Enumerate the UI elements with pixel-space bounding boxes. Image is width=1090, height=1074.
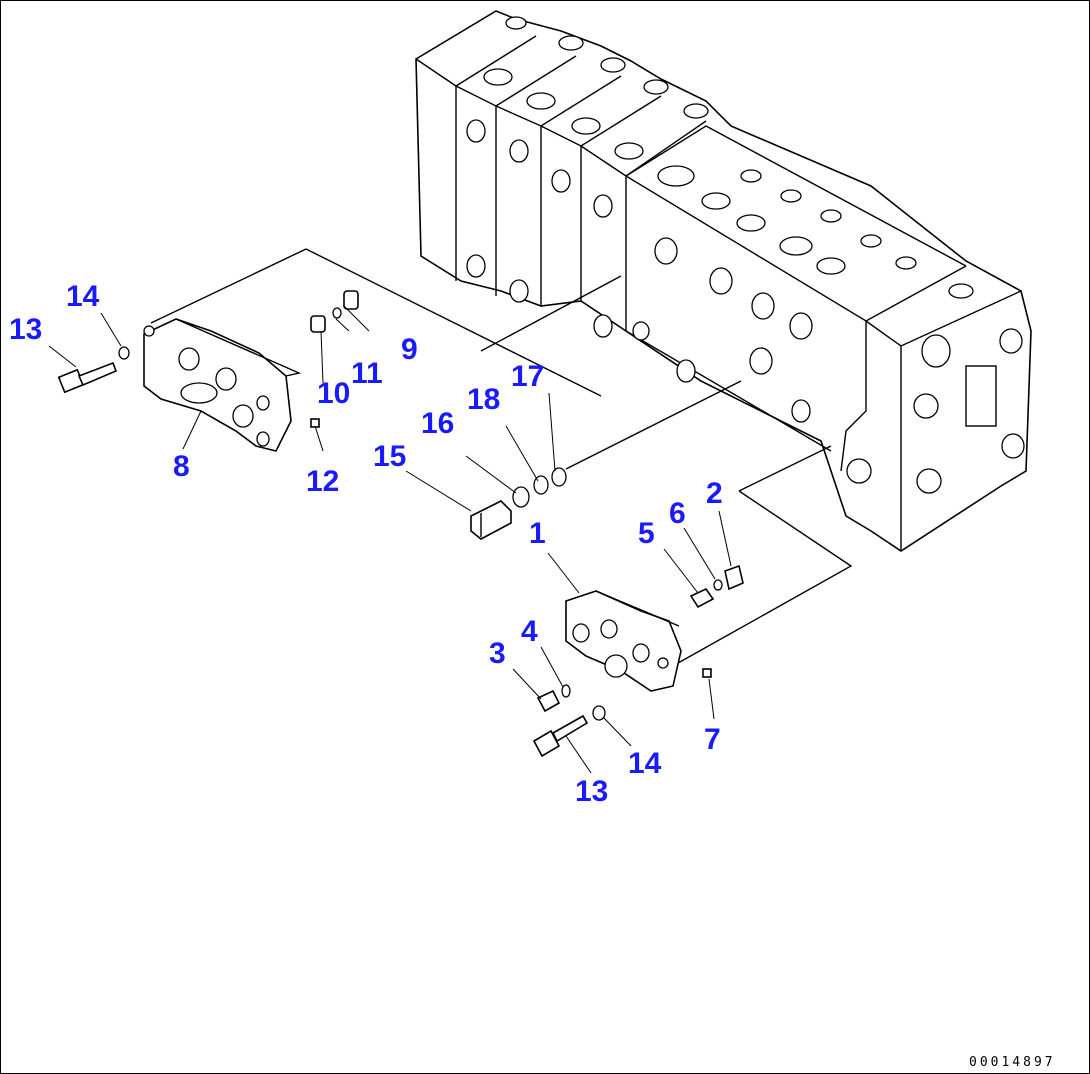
label-part-5: 5 [638, 517, 655, 550]
label-part-6: 6 [669, 497, 686, 530]
label-part-9: 9 [401, 333, 418, 366]
part-17-oring [551, 467, 567, 487]
part-6-oring [713, 579, 723, 591]
label-part-4: 4 [521, 615, 538, 648]
part-12-screw [310, 418, 320, 428]
label-part-1: 1 [529, 517, 546, 550]
part-1-valve-body [565, 590, 682, 692]
part-4-oring [561, 684, 571, 698]
part-16-oring [512, 486, 530, 508]
label-part-13-left: 13 [9, 313, 42, 346]
label-part-16: 16 [421, 407, 454, 440]
label-part-10: 10 [317, 377, 350, 410]
part-14-washer-left [118, 346, 130, 360]
part-number-labels: 13 14 8 10 11 9 12 15 16 18 17 1 5 6 2 3… [9, 280, 723, 808]
label-part-14-left: 14 [66, 280, 100, 313]
part-2-plug [724, 564, 744, 591]
leader-lines [48, 305, 732, 774]
label-part-13-right: 13 [575, 775, 608, 808]
label-part-12: 12 [306, 465, 339, 498]
part-11-oring [332, 307, 342, 319]
part-7-screw [702, 668, 712, 678]
label-part-18: 18 [467, 383, 500, 416]
label-part-3: 3 [489, 637, 506, 670]
label-part-2: 2 [706, 477, 723, 510]
part-3-plug [536, 689, 561, 713]
part-9-plug [343, 290, 359, 310]
part-8-valve-body [143, 318, 302, 452]
label-part-14-right: 14 [628, 747, 662, 780]
label-part-15: 15 [373, 440, 406, 473]
label-part-7: 7 [704, 723, 721, 756]
part-15-plug [470, 500, 512, 540]
label-part-8: 8 [173, 450, 190, 483]
label-part-11: 11 [351, 357, 383, 390]
part-5-sleeve [689, 587, 715, 609]
assembly-reference-lines [150, 248, 853, 682]
part-14-washer-right [592, 705, 606, 721]
label-part-17: 17 [511, 360, 544, 393]
control-valve-assembly [415, 10, 1032, 552]
part-13-bolt-right [532, 714, 589, 758]
part-13-bolt-left [57, 361, 118, 394]
drawing-number: 00014897 [969, 1055, 1056, 1070]
part-10-sleeve [310, 315, 326, 333]
